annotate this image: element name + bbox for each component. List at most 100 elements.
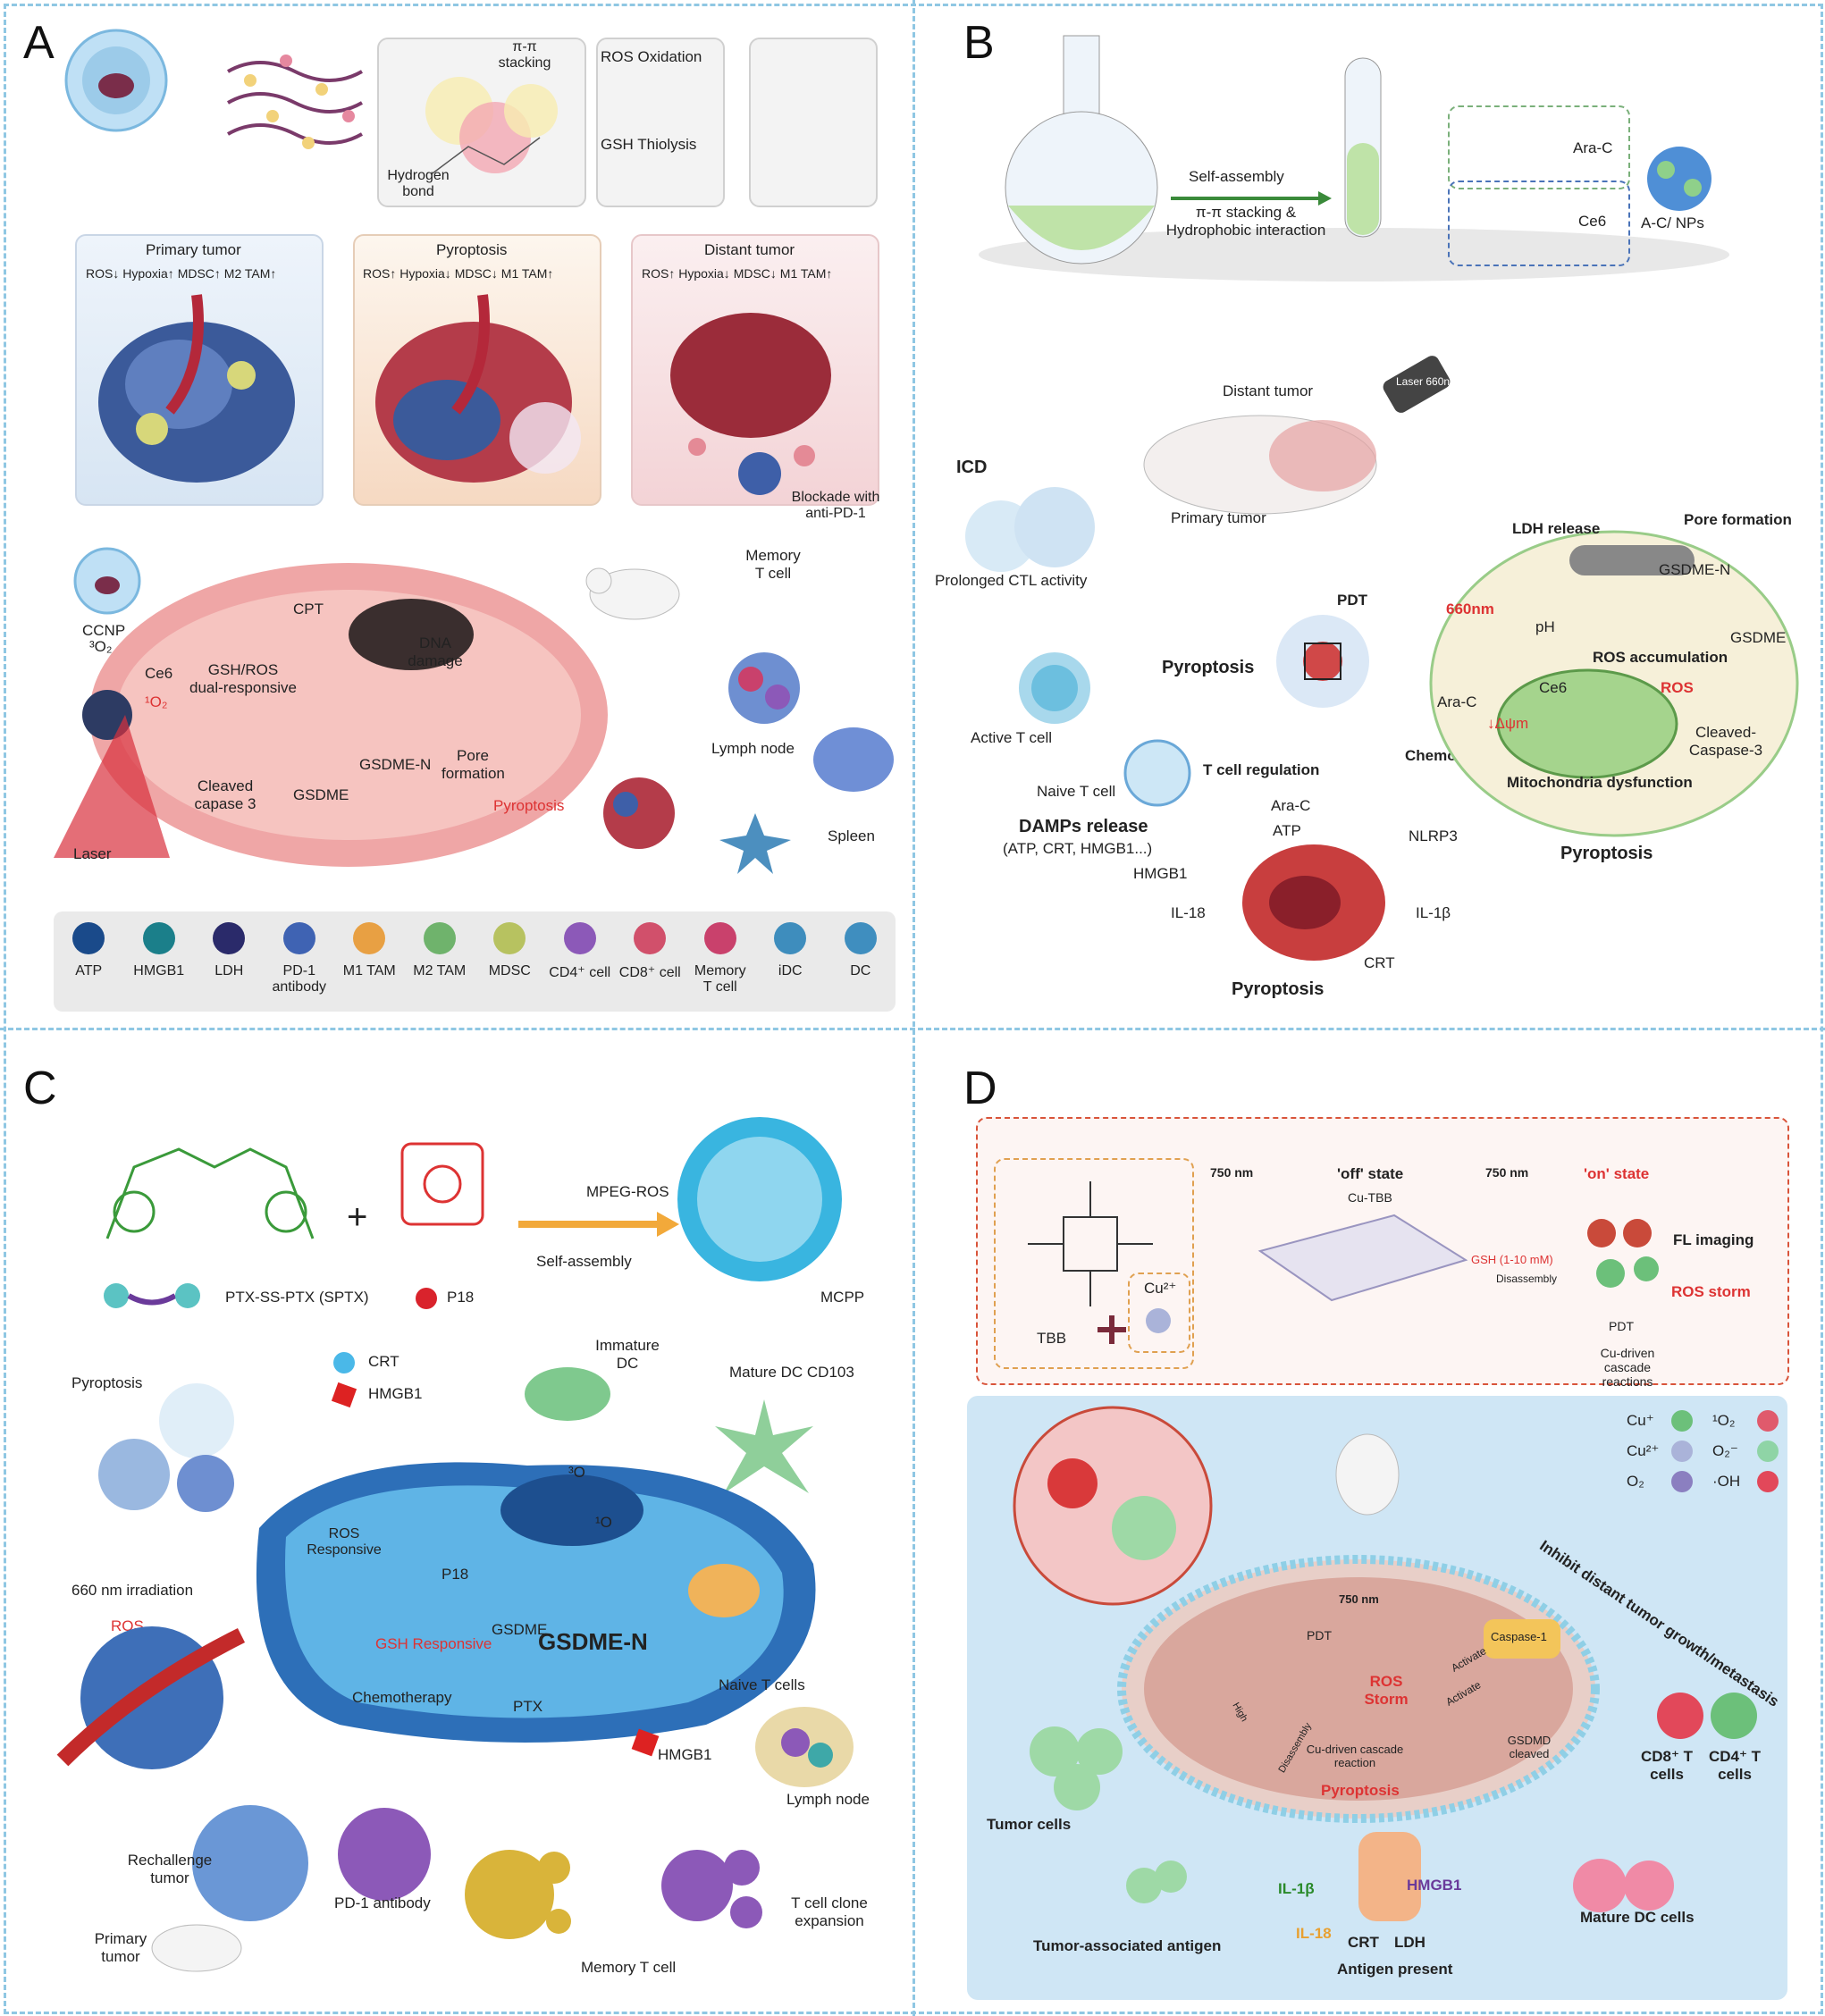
pyroptotic-cell-icon	[1242, 844, 1385, 961]
pore-label-b: Pore formation	[1684, 511, 1792, 528]
chemo-label-c: Chemotherapy	[352, 1689, 452, 1706]
flask-icon	[1005, 35, 1158, 265]
tumor-vessel-icon	[56, 1626, 246, 1769]
p18-label: P18	[447, 1289, 475, 1306]
ce6-inner-label: Ce6	[1539, 679, 1568, 696]
legend-d-icon-1	[1757, 1410, 1779, 1432]
mcpp-label: MCPP	[820, 1289, 865, 1306]
nps-label: A-C/ NPs	[1641, 214, 1704, 231]
gsdmen-label-b: GSDME-N	[1659, 561, 1731, 578]
legend-a-label-10: iDC	[778, 963, 803, 979]
cell-membrane-d	[1117, 1555, 1600, 1823]
damps-label: DAMPs release	[1019, 817, 1148, 836]
naive-t-cell-icon	[1123, 739, 1191, 807]
pdt-label-d: PDT	[1609, 1319, 1634, 1333]
arac-inner-label: Ara-C	[1437, 693, 1477, 710]
ccnp-icon	[73, 547, 141, 615]
distant-tumor-markers: ROS↑ Hypoxia↓ MDSC↓ M1 TAM↑	[642, 266, 833, 281]
mature-dc-label-d: Mature DC cells	[1580, 1909, 1695, 1926]
hmgb1-bottom-label-c: HMGB1	[658, 1746, 712, 1763]
mcpp-nanoparticle-icon	[677, 1117, 842, 1281]
memory-t-label-c: Memory T cell	[581, 1959, 677, 1976]
antigen-label: Tumor-associated antigen	[1033, 1937, 1222, 1954]
self-assembly-arrow-c	[518, 1212, 679, 1237]
legend-d-icon-4	[1671, 1471, 1693, 1492]
lymph-node-icon-c	[755, 1707, 854, 1787]
ldh-label-d: LDH	[1394, 1934, 1426, 1951]
legend-a-label-11: DC	[850, 963, 871, 979]
pyroptosis-bottom-label: Pyroptosis	[1232, 979, 1325, 999]
legend-a-label-8: CD8⁺ cell	[618, 965, 681, 980]
tumor-cluster-icon	[603, 777, 675, 849]
arac-bottom-label: Ara-C	[1271, 797, 1311, 814]
nlrp3-label: NLRP3	[1409, 827, 1458, 844]
atp-label: ATP	[1273, 822, 1301, 839]
mouse-icon-b	[1143, 415, 1377, 515]
legend-d-label-2: Cu²⁺	[1627, 1442, 1660, 1459]
legend-d-label-1: ¹O₂	[1712, 1412, 1736, 1429]
cd4-label: CD4⁺ T cells	[1708, 1748, 1762, 1783]
crt-dot-icon	[333, 1352, 355, 1373]
pyroptosis-title: Pyroptosis	[436, 241, 508, 258]
legend-a-icon-7	[563, 922, 596, 954]
pdt2-label: PDT	[1307, 1628, 1332, 1642]
legend-d-icon-2	[1671, 1441, 1693, 1462]
pd1-cell-icon	[338, 1808, 431, 1901]
pd1-label-c: PD-1 antibody	[334, 1894, 431, 1911]
o2-singlet-label: ¹O₂	[145, 693, 168, 710]
active-t-cell-label: Active T cell	[971, 729, 1053, 746]
delta-psi-label: ↓Δψm	[1487, 715, 1529, 732]
blockade-label: Blockade with anti-PD-1	[791, 490, 880, 521]
lymph-label-c: Lymph node	[786, 1791, 870, 1808]
legend-a-label-1: HMGB1	[133, 963, 185, 979]
zoom-tissue-icon	[1013, 1406, 1213, 1606]
pyroptosis-markers: ROS↑ Hypoxia↓ MDSC↓ M1 TAM↑	[363, 266, 554, 281]
lymph-node-label: Lymph node	[711, 740, 795, 757]
distant-tumor-image	[670, 313, 831, 495]
o3-label: ³O	[568, 1464, 585, 1481]
legend-a-icon-8	[634, 922, 667, 954]
p18-inner-label: P18	[442, 1566, 469, 1583]
cpt-label: CPT	[293, 601, 324, 617]
750nm-b-label: 750 nm	[1485, 1165, 1529, 1180]
primary-tumor-label-b: Primary tumor	[1171, 509, 1266, 526]
legend-a-icon-11	[844, 922, 877, 954]
tumor-icon-b	[1276, 615, 1369, 708]
legend-a-icon-6	[493, 922, 526, 954]
legend-a-label-6: MDSC	[488, 963, 531, 979]
mouse-icon-d	[1335, 1433, 1400, 1516]
sptx-icon	[104, 1283, 200, 1308]
ros-storm-label-d: ROS storm	[1671, 1283, 1751, 1300]
legend-a-label-2: LDH	[214, 963, 244, 979]
cu2-box	[1128, 1273, 1190, 1353]
spleen-label: Spleen	[828, 827, 875, 844]
legend-a	[54, 911, 896, 1012]
gsdmen-label: GSDME-N	[359, 756, 432, 773]
lymph-node-icon	[728, 652, 800, 724]
distant-tumor-title: Distant tumor	[704, 241, 795, 258]
mature-dc-icon-d	[1573, 1859, 1674, 1912]
p18-structure-icon	[400, 1142, 484, 1226]
ros-storm-inner-label: ROS Storm	[1364, 1673, 1409, 1708]
ldh-label: LDH release	[1512, 520, 1601, 537]
pdt-label: PDT	[1337, 592, 1367, 609]
legend-a-label-5: M2 TAM	[413, 963, 467, 979]
legend-a-icon-4	[353, 922, 386, 954]
hmgb1-icon-c	[331, 1382, 357, 1408]
legend-d-icon-0	[1671, 1410, 1693, 1432]
pyroptosis-label-d: Pyroptosis	[1321, 1782, 1400, 1799]
o1-label: ¹O	[595, 1514, 612, 1531]
vertical-divider	[912, 0, 915, 2016]
ptx-label: PTX	[513, 1698, 543, 1715]
tbb-icon	[1098, 1315, 1126, 1344]
stacking-label: π-π stacking	[498, 39, 551, 71]
stacking-molecule-icon	[425, 77, 558, 174]
stacking-box	[377, 38, 586, 207]
laser-label: Laser	[73, 845, 112, 862]
750nm-c-label: 750 nm	[1339, 1592, 1379, 1606]
legend-d-label-3: O₂⁻	[1712, 1442, 1738, 1459]
mouse-icon-c	[151, 1924, 242, 1972]
damps-list-label: (ATP, CRT, HMGB1...)	[1003, 840, 1153, 857]
test-tube-icon	[1344, 57, 1382, 238]
arac-box	[1448, 105, 1630, 189]
